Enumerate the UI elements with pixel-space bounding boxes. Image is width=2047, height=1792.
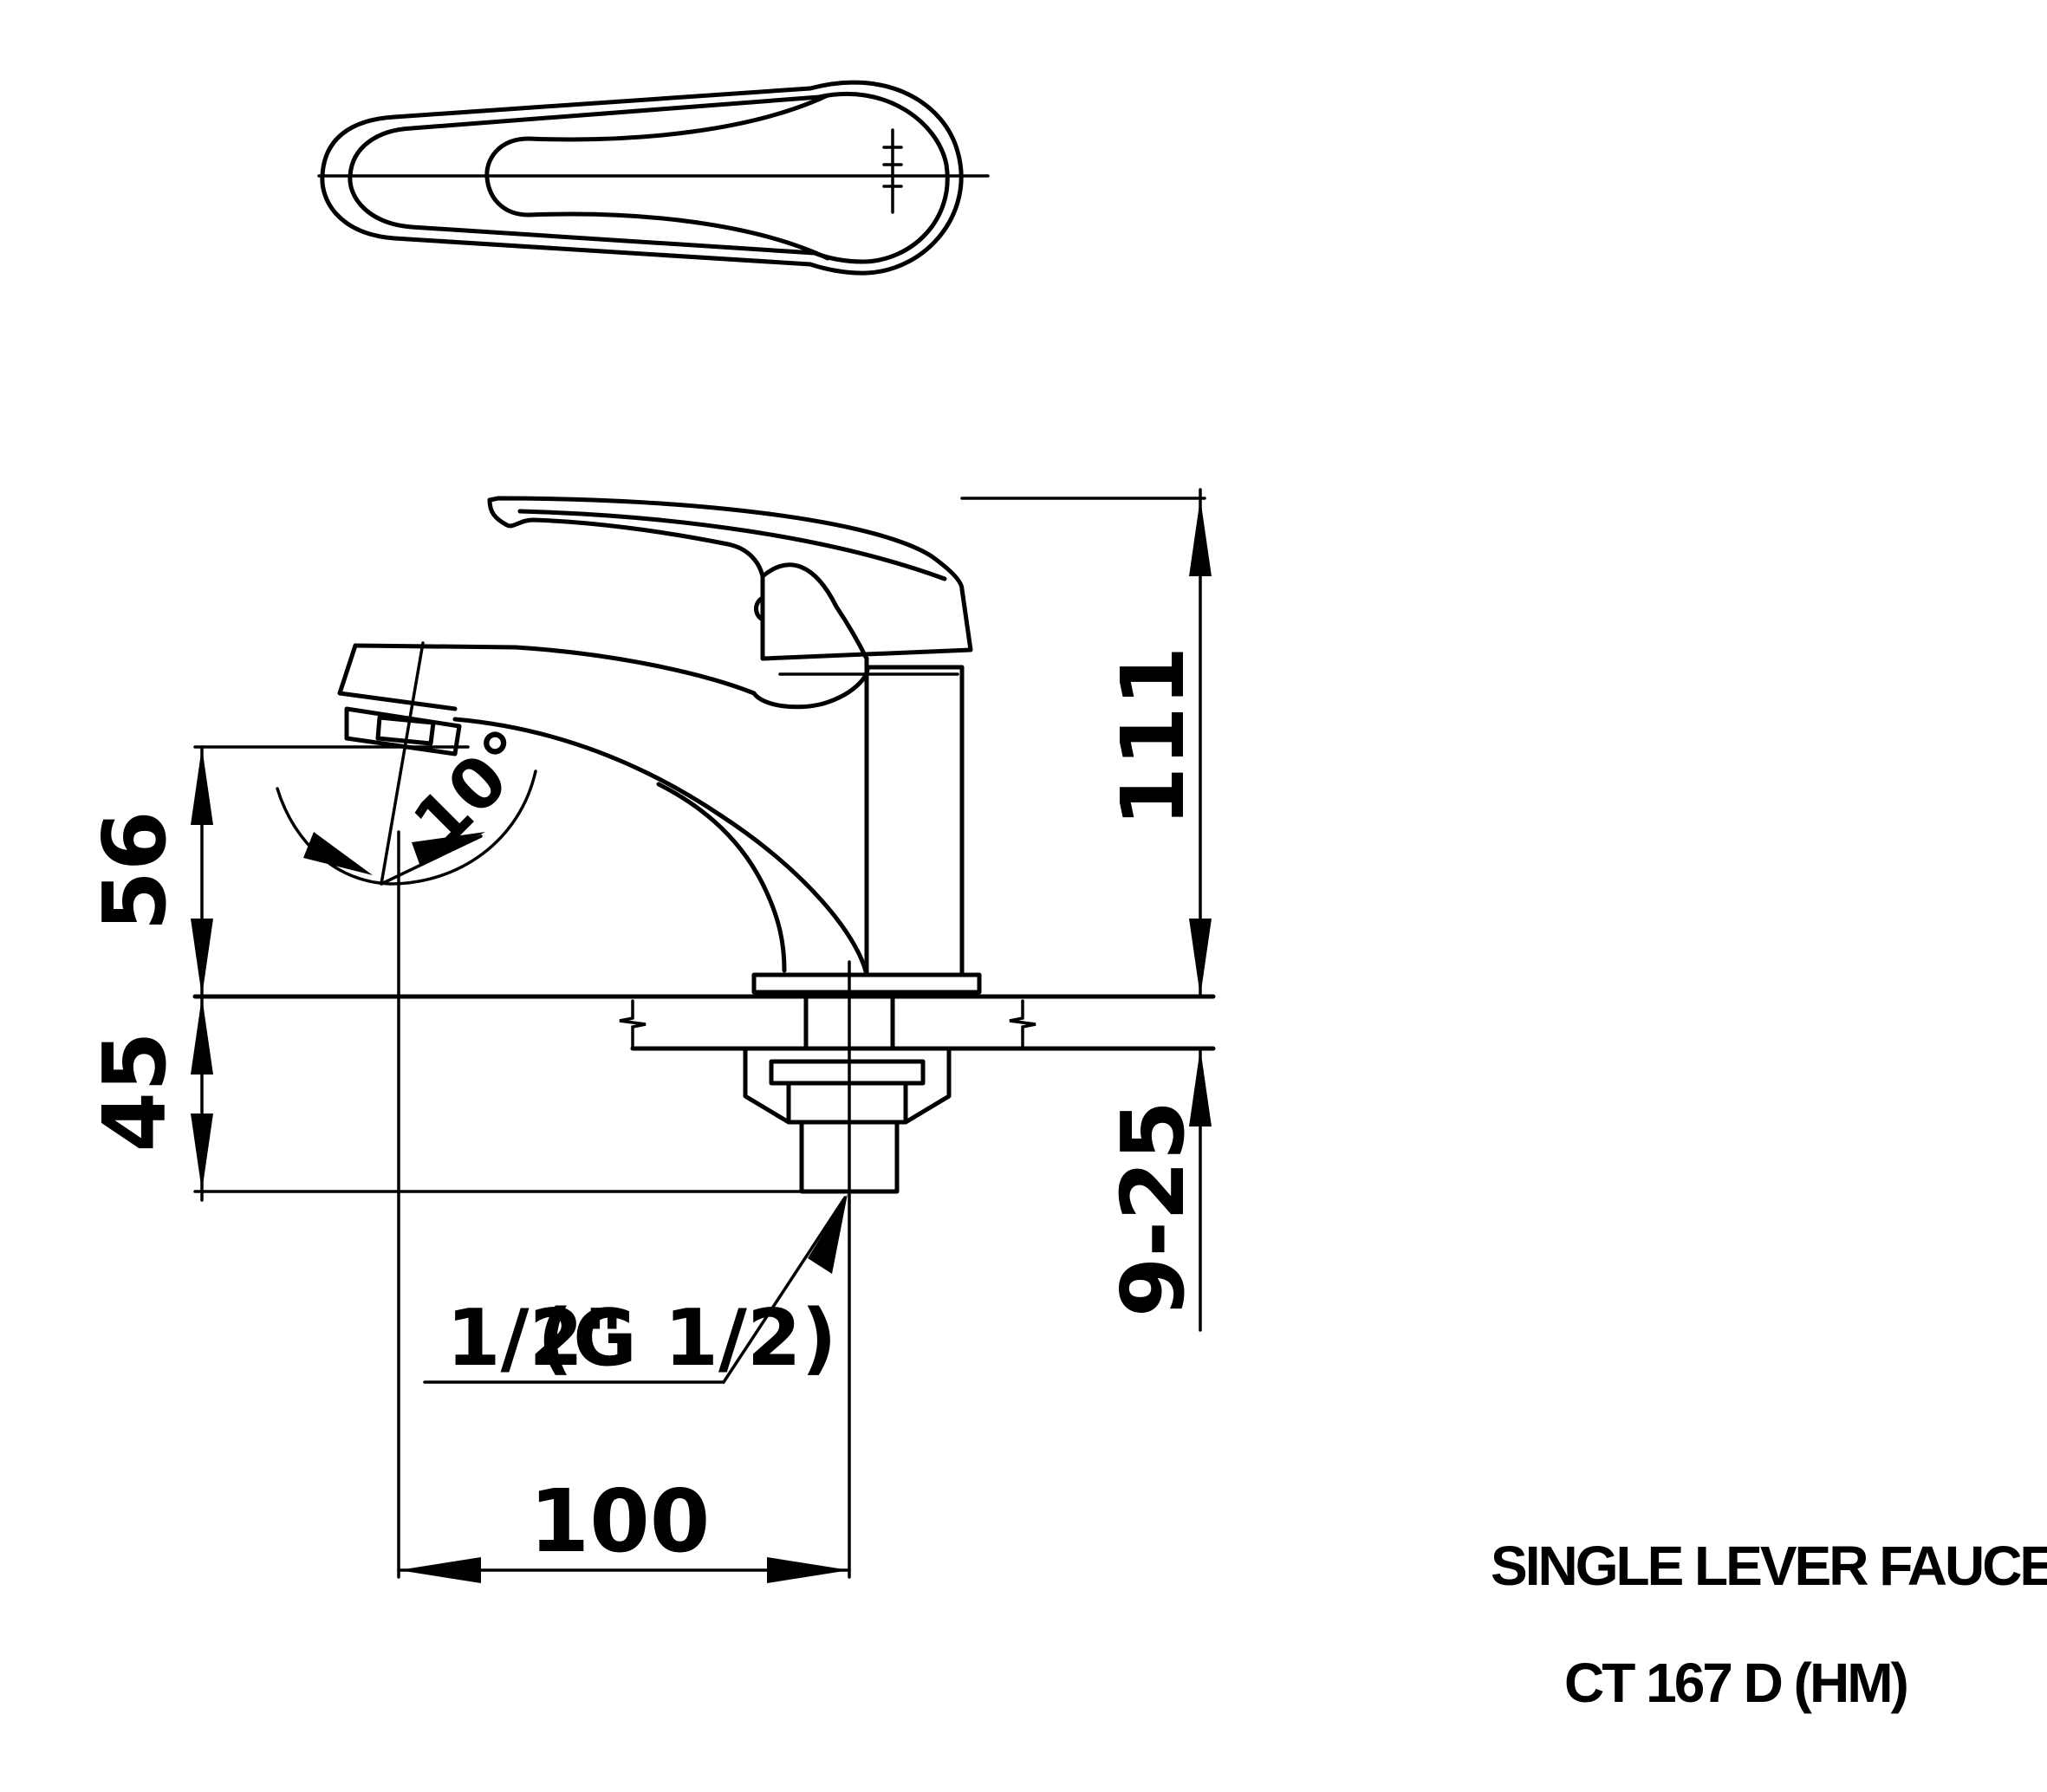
thread-spec-label: (G 1/2) — [537, 1293, 837, 1384]
dim-111-label: 111 — [1102, 646, 1204, 828]
dim-100-label: 100 — [530, 1471, 711, 1572]
dim-56-label: 56 — [84, 810, 185, 931]
side-view — [192, 496, 1216, 1579]
dimension-lines — [191, 488, 1212, 1583]
thread-size-label: 1/2" — [446, 1293, 624, 1384]
dimension-labels: 111 9-25 56 45 100 10° 1/2" (G 1/2) — [84, 646, 1204, 1572]
dim-45-label: 45 — [84, 1031, 185, 1152]
model-number: CT 167 D (HM) — [1564, 1652, 1909, 1714]
dim-9-25-label: 9-25 — [1102, 1101, 1204, 1317]
drawing-title: SINGLE LEVER FAUCET — [1491, 1535, 2047, 1597]
top-view — [317, 80, 990, 276]
